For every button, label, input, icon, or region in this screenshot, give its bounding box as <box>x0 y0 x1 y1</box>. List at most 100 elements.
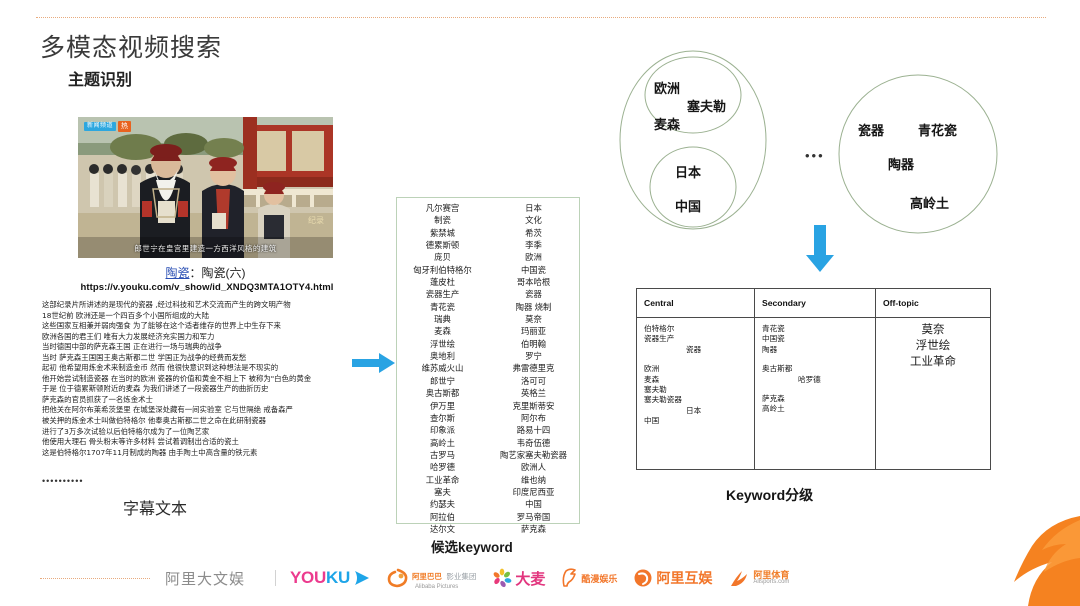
keyword-column-2: 日本 文化 希茨 李季 欧洲 中国瓷 哥本哈根 瓷器 陶器 烧制 莫奈 玛丽亚 … <box>488 202 579 534</box>
keyword-item: 高岭土 <box>429 437 456 448</box>
video-thumbnail[interactable]: 新闻频道 热 纪录 郎世宁在皇宫里建造一方西洋风格的建筑 <box>78 117 333 258</box>
keyword-item: 阿尔布 <box>520 412 547 423</box>
keyword-item: 塞夫 <box>434 486 451 497</box>
youku-wordmark: YOUKU <box>290 568 350 587</box>
alibaba-pictures-icon <box>387 568 408 588</box>
candidate-keyword-box: 凡尔赛宫 制瓷 紫禁城 德累斯顿 庞贝 匈牙利伯特格尔 蓬皮杜 瓷器生产 青花瓷… <box>396 197 580 534</box>
video-caption: 郎世宁在皇宫里建造一方西洋风格的建筑 <box>134 244 277 253</box>
video-watermark: 纪录 <box>308 216 324 225</box>
cluster-label-porcelain: 瓷器 <box>858 124 885 139</box>
keyword-item: 日本 <box>525 203 542 213</box>
video-title: 陶瓷：陶瓷(六) <box>78 264 333 281</box>
transcript-ellipsis: •••••••••• <box>42 476 84 486</box>
alisports-en: Alisports.com <box>753 578 790 585</box>
keyword-item: 洛可可 <box>520 375 547 386</box>
alibaba-pictures-cn2: 影业集团 <box>446 571 477 581</box>
transcript-line: 进行了3万多次试验以后伯特格尔成为了一位陶艺家 <box>42 426 210 436</box>
table-header-row: Central Secondary Off-topic <box>637 289 990 318</box>
table-body-row: 伯特格尔 瓷器生产 瓷器 欧洲 麦森 塞夫勒 塞夫勒瓷器 日本 中国 青花瓷 中… <box>637 318 990 469</box>
transcript-line: 把他关在阿尔布莱希茨堡里 在城堡深处藏有一间实验室 它与世隔绝 戒备森严 <box>42 405 293 415</box>
table-term: 塞夫勒瓷器 <box>644 395 682 405</box>
footer-logos: 阿里大文娱 YOUKU 阿里巴巴 影业集团 Alibaba Pictures <box>165 563 805 593</box>
keyword-item: 中国 <box>525 499 542 510</box>
keyword-item: 弗雷德里克 <box>512 363 555 374</box>
cluster-label-kaolin: 高岭土 <box>910 197 950 212</box>
transcript-line: 当时德国中部的萨克森王国 正在进行一场与瑞典的战争 <box>42 342 222 352</box>
keyword-item: 韦奇伍德 <box>516 437 551 448</box>
keyword-item: 德累斯顿 <box>425 240 460 251</box>
keyword-item: 瓷器生产 <box>425 289 460 300</box>
keyword-item: 路易十四 <box>516 425 551 436</box>
table-header-secondary: Secondary <box>755 289 876 317</box>
keyword-item: 印象派 <box>429 425 456 436</box>
alibaba-pictures-en: Alibaba Pictures <box>414 583 459 590</box>
cluster-label-blue-and-white: 青花瓷 <box>918 124 958 139</box>
table-header-central: Central <box>637 289 755 317</box>
keyword-item: 陶器 烧制 <box>515 301 552 312</box>
keyword-item: 工业革命 <box>425 474 460 485</box>
table-term: 陶器 <box>762 344 778 354</box>
table-header-offtopic: Off-topic <box>883 298 919 308</box>
keyword-item: 凡尔赛宫 <box>425 203 460 213</box>
transcript-line: 当时 萨克森王国国王奥古斯都二世 学国正为战争的经费而发愁 <box>42 352 247 362</box>
transcript-line: 这些国家互相兼并弱肉强食 为了能够在这个适者维存的世界上中生存下来 <box>42 321 281 331</box>
table-term: 塞夫勒 <box>644 385 667 395</box>
keyword-item: 印度尼西亚 <box>512 486 555 497</box>
keyword-item: 莫奈 <box>525 314 542 325</box>
logo-kuman: 酷漫娱乐 <box>561 563 617 593</box>
video-title-suffix: ：陶瓷(六) <box>189 266 246 280</box>
keyword-item: 制瓷 <box>434 215 451 226</box>
page-title: 多模态视频搜索 <box>40 33 223 62</box>
table-term: 高岭土 <box>762 404 785 414</box>
keyword-item: 中国瓷 <box>520 264 547 275</box>
video-channel-badge: 新闻频道 <box>84 122 117 131</box>
table-cell-central: 伯特格尔 瓷器生产 瓷器 欧洲 麦森 塞夫勒 塞夫勒瓷器 日本 中国 <box>637 318 755 469</box>
cluster-label-pottery: 陶器 <box>888 158 915 173</box>
keyword-item: 维也纳 <box>520 474 547 485</box>
keyword-item: 瓷器 <box>525 289 542 300</box>
video-url[interactable]: https://v.youku.com/v_show/id_XNDQ3MTA1O… <box>80 282 334 293</box>
corner-swoosh-decoration <box>1014 516 1080 606</box>
keyword-item: 达尔文 <box>429 523 456 534</box>
table-term: 奥古斯都 <box>762 364 793 374</box>
keyword-item: 伯明翰 <box>520 338 547 349</box>
keyword-item: 克里斯蒂安 <box>512 400 555 411</box>
brand-name: 阿里大文娱 <box>165 569 246 588</box>
cluster-ellipsis: ••• <box>805 148 825 163</box>
ali-huyu-wordmark: 阿里互娱 <box>656 570 713 586</box>
logo-alibaba-pictures: 阿里巴巴 影业集团 Alibaba Pictures <box>387 563 476 593</box>
table-term: 麦森 <box>644 374 660 384</box>
logo-ali-huyu: 阿里互娱 <box>633 563 712 593</box>
keyword-item: 蓬皮杜 <box>429 277 456 288</box>
transcript-line: 于是 位于德累斯顿附近的麦森 为我们讲述了一段瓷器生产的曲折历史 <box>42 384 269 394</box>
keyword-item: 郎世宁 <box>429 375 456 386</box>
cluster-label-china: 中国 <box>675 200 702 215</box>
keyword-column-1: 凡尔赛宫 制瓷 紫禁城 德累斯顿 庞贝 匈牙利伯特格尔 蓬皮杜 瓷器生产 青花瓷… <box>397 202 488 534</box>
table-term: 中国瓷 <box>762 334 785 344</box>
table-term: 哈罗德 <box>798 374 821 384</box>
keyword-item: 约瑟夫 <box>429 499 456 510</box>
keyword-item: 紫禁城 <box>429 227 456 238</box>
table-cell-secondary: 青花瓷 中国瓷 陶器 奥古斯都 哈罗德 萨克森 高岭土 <box>755 318 876 469</box>
transcript-line: 被关押的炼金术士叫做伯特格尔 他奉奥古斯都二世之命在此研制瓷器 <box>42 416 267 426</box>
table-term: 萨克森 <box>762 394 785 404</box>
transcript-line: 这是伯特格尔1707年11月制成的陶器 由手陶土中高含量的铁元素 <box>42 447 258 457</box>
table-term: 伯特格尔 <box>644 324 675 333</box>
cluster-diagram: 欧洲 塞夫勒 麦森 日本 中国 瓷器 青花瓷 陶器 高岭土 <box>600 48 1030 238</box>
table-term: 浮世绘 <box>915 338 951 352</box>
keyword-grading-table: Central Secondary Off-topic 伯特格尔 瓷器生产 瓷器… <box>636 288 991 470</box>
keyword-item: 哈罗德 <box>429 462 456 473</box>
cluster-label-europe: 欧洲 <box>654 82 681 97</box>
arrow-clusters-to-table <box>805 225 835 278</box>
table-term: 中国 <box>644 416 660 426</box>
table-term: 欧洲 <box>644 364 660 374</box>
kuman-icon <box>562 568 577 587</box>
keyword-item: 麦森 <box>434 326 451 337</box>
logo-separator <box>275 570 277 586</box>
keyword-item: 萨克森 <box>520 523 547 534</box>
keyword-item: 文化 <box>525 215 542 226</box>
video-title-link[interactable]: 陶瓷 <box>165 266 190 280</box>
keyword-item: 英格兰 <box>520 388 547 399</box>
top-divider <box>36 17 1046 18</box>
